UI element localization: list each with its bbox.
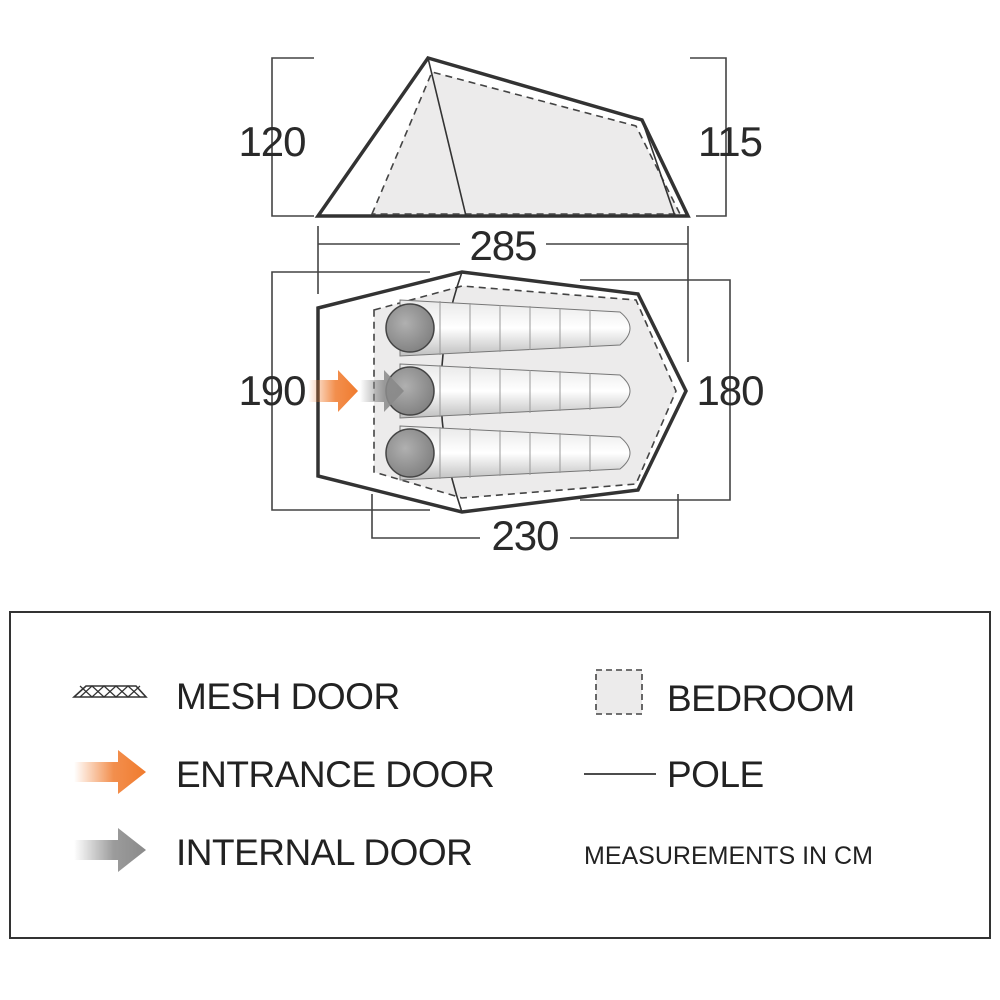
measurements-note: MEASUREMENTS IN CM	[584, 842, 873, 870]
right-height-guide	[690, 57, 727, 217]
legend-bedroom: BEDROOM	[667, 678, 855, 719]
entrance-arrow-icon	[74, 750, 146, 794]
bedroom-swatch-icon	[595, 669, 643, 715]
legend-internal-door: INTERNAL DOOR	[176, 832, 472, 873]
sleeping-bags	[385, 299, 631, 481]
length-dimension: 285	[317, 222, 689, 362]
rear-pole-plan	[637, 293, 687, 491]
legend-entrance-door: ENTRANCE DOOR	[176, 754, 494, 795]
inner-length-guide-left	[371, 494, 480, 539]
dim-width-left: 190	[238, 367, 305, 414]
internal-arrow-icon	[360, 370, 404, 412]
floor-plan: 190 180 230	[238, 270, 765, 559]
legend-mesh-door: MESH DOOR	[176, 676, 400, 717]
front-pole	[427, 57, 467, 217]
side-bedroom-area	[370, 71, 682, 215]
internal-arrow-icon	[74, 828, 146, 872]
left-height-guide	[271, 57, 314, 217]
side-elevation: 120 115	[238, 55, 763, 218]
head-icon	[385, 303, 435, 353]
mesh-door-icon	[71, 685, 148, 698]
left-width-guide	[271, 271, 430, 511]
dim-height-left: 120	[238, 118, 305, 165]
sleeping-bag-3	[385, 425, 631, 481]
right-width-guide	[580, 279, 731, 501]
legend-box	[9, 611, 991, 939]
sleeping-bag-1	[385, 299, 631, 357]
rear-pole	[641, 119, 676, 217]
sleeping-bag-2	[385, 363, 631, 419]
entrance-arrow-icon	[308, 370, 358, 412]
dim-inner-length: 230	[491, 512, 558, 559]
dim-height-right: 115	[698, 118, 762, 165]
dim-total-length: 285	[469, 222, 536, 269]
legend: MESH DOOR ENTRANCE DOOR INTERNAL DOOR BE…	[9, 611, 991, 939]
dim-width-right: 180	[696, 367, 763, 414]
legend-pole: POLE	[667, 754, 764, 795]
head-icon	[385, 428, 435, 478]
profile-outline	[317, 57, 689, 217]
inner-length-guide-right	[570, 494, 679, 539]
